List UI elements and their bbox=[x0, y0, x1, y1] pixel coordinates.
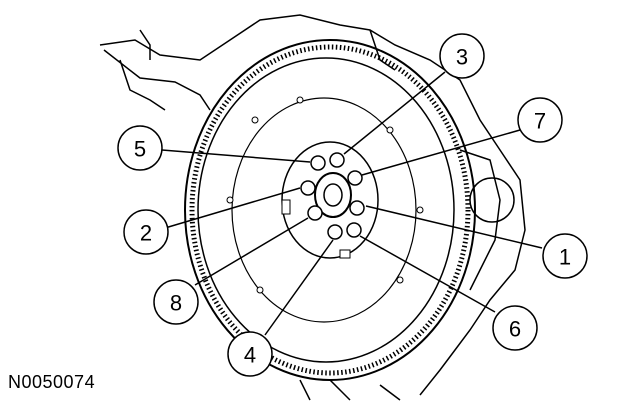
callout-7: 7 bbox=[517, 97, 563, 143]
leader-1 bbox=[365, 205, 543, 249]
callout-6-label: 6 bbox=[509, 317, 521, 342]
callout-3-label: 3 bbox=[456, 45, 468, 70]
leader-6 bbox=[359, 235, 496, 313]
leader-lines bbox=[161, 71, 543, 336]
callouts: 1 2 3 4 5 6 7 8 bbox=[117, 33, 588, 377]
bolt-7 bbox=[347, 170, 363, 186]
crank-bore bbox=[323, 183, 343, 207]
callout-6: 6 bbox=[492, 305, 538, 351]
bolt-6 bbox=[346, 222, 362, 238]
bolt-8 bbox=[307, 205, 323, 221]
leader-5 bbox=[161, 149, 311, 163]
face-holes bbox=[226, 96, 424, 294]
bolt-5 bbox=[310, 155, 326, 171]
ring-gear-outer bbox=[184, 39, 476, 381]
callout-4-label: 4 bbox=[244, 343, 256, 368]
callout-5-label: 5 bbox=[134, 137, 146, 162]
flywheel-inner-ring bbox=[231, 97, 417, 323]
flywheel-face bbox=[197, 57, 455, 363]
leader-4 bbox=[264, 239, 334, 336]
ring-gear-teeth bbox=[189, 44, 471, 376]
bolt-4 bbox=[327, 224, 343, 240]
flywheel bbox=[184, 39, 476, 381]
callout-7-label: 7 bbox=[534, 109, 546, 134]
leader-2 bbox=[164, 187, 301, 229]
leader-7 bbox=[361, 129, 521, 176]
bolt-2 bbox=[300, 180, 316, 196]
figure-id: N0050074 bbox=[8, 372, 96, 392]
callout-1-label: 1 bbox=[559, 245, 571, 270]
callout-2: 2 bbox=[123, 209, 169, 255]
hub-inner bbox=[314, 172, 352, 218]
callout-4: 4 bbox=[227, 331, 273, 377]
bolt-1 bbox=[349, 200, 365, 216]
callout-8-label: 8 bbox=[170, 291, 182, 316]
callout-1: 1 bbox=[542, 233, 588, 279]
callout-5: 5 bbox=[117, 125, 163, 171]
callout-3: 3 bbox=[439, 33, 485, 79]
leader-3 bbox=[343, 71, 446, 155]
callout-8: 8 bbox=[153, 279, 199, 325]
leader-8 bbox=[194, 217, 309, 286]
flywheel-bolts bbox=[300, 152, 365, 240]
bolt-3 bbox=[329, 152, 345, 168]
callout-2-label: 2 bbox=[140, 221, 152, 246]
